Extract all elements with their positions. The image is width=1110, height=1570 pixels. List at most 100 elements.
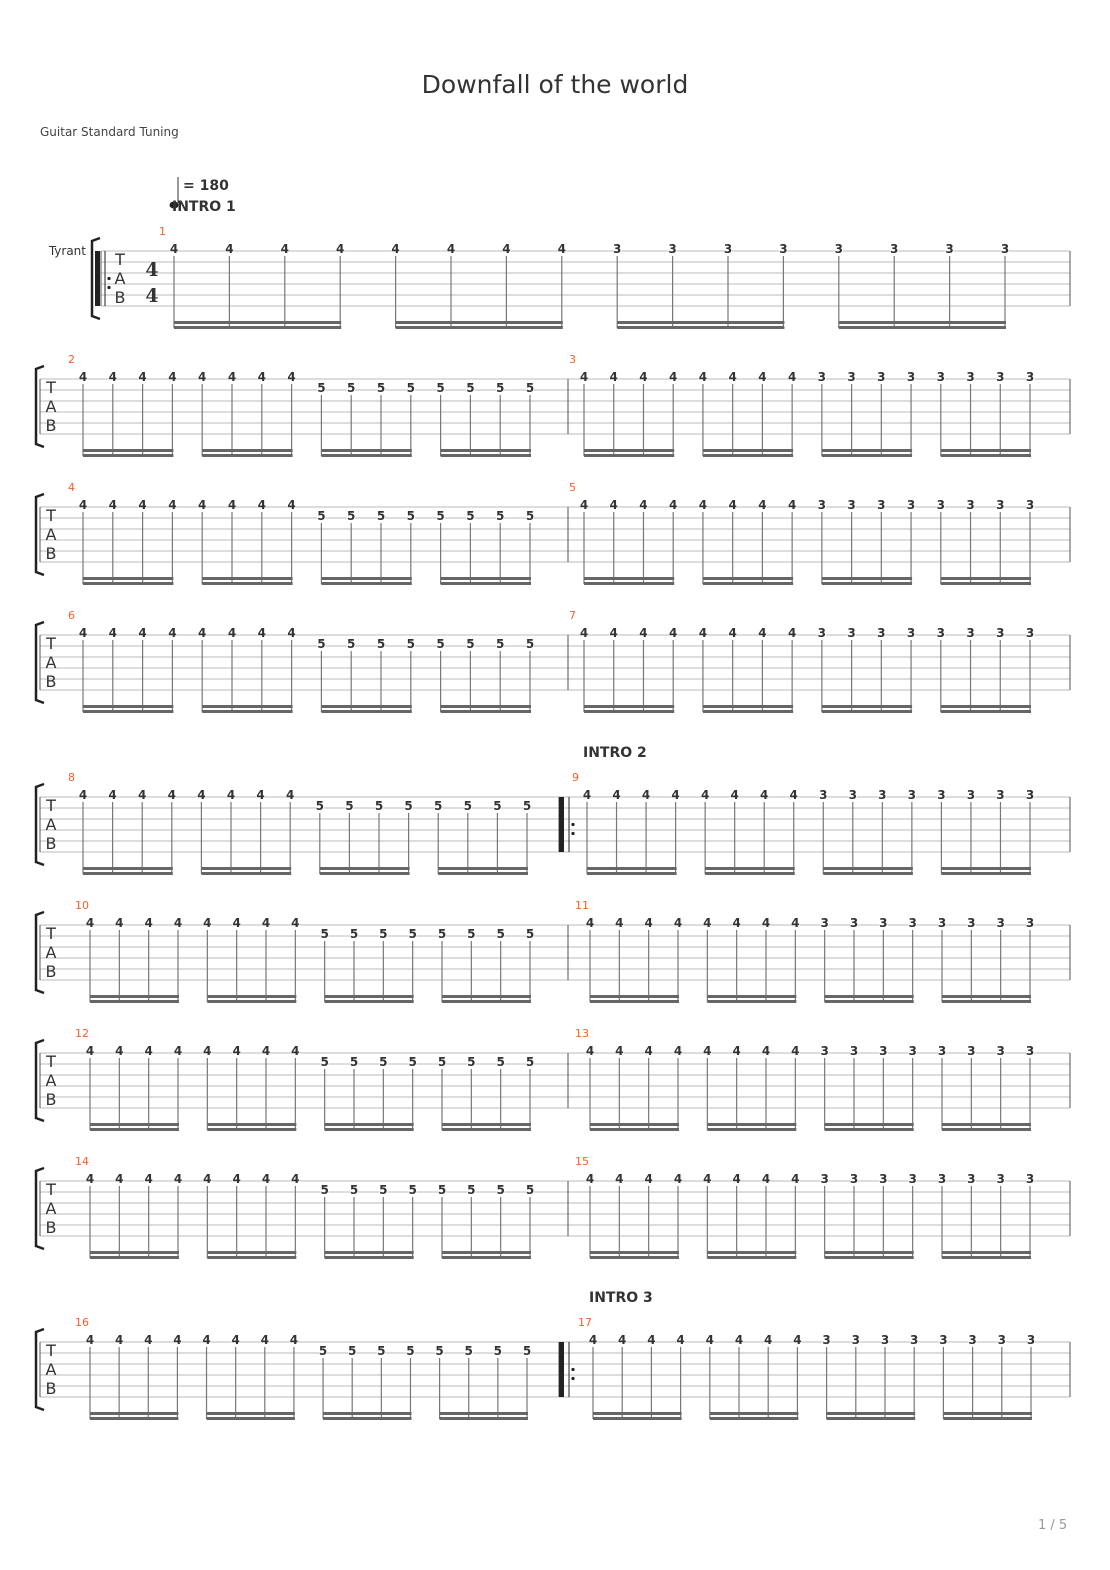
fret-background	[138, 628, 147, 638]
beam	[207, 1128, 297, 1131]
fret-background	[615, 1174, 624, 1184]
system-bracket	[34, 492, 45, 577]
fret-number: 4	[203, 916, 211, 930]
fret-background	[938, 1046, 946, 1056]
beam	[206, 1412, 295, 1415]
fret-number: 3	[996, 788, 1004, 802]
fret-number: 4	[699, 498, 707, 512]
fret-number: 5	[407, 637, 415, 651]
fret-background	[580, 372, 588, 382]
beam	[584, 710, 675, 713]
measure-number: 2	[68, 353, 75, 366]
fret-background	[291, 918, 300, 928]
fret-number: 4	[558, 242, 566, 256]
beam	[590, 1128, 679, 1131]
beam	[83, 577, 174, 580]
fret-number: 3	[879, 916, 887, 930]
fret-background	[86, 1046, 94, 1056]
tab-clef-letter: B	[115, 288, 126, 307]
fret-background	[406, 639, 415, 649]
fret-background	[408, 1057, 417, 1067]
fret-background	[907, 372, 916, 382]
fret-number: 3	[1026, 370, 1034, 384]
beam	[321, 577, 412, 580]
fret-number: 4	[258, 626, 266, 640]
tab-clef-letter: A	[46, 1199, 57, 1218]
fret-number: 3	[1026, 1044, 1034, 1058]
fret-number: 4	[674, 1044, 682, 1058]
fret-number: 4	[225, 242, 233, 256]
beam	[440, 449, 531, 452]
fret-background	[108, 790, 117, 800]
beam	[707, 1000, 797, 1003]
fret-background	[526, 511, 534, 521]
beam	[942, 1000, 1031, 1003]
fret-background	[228, 628, 236, 638]
fret-background	[819, 790, 828, 800]
fret-number: 4	[291, 916, 299, 930]
fret-number: 3	[996, 626, 1004, 640]
beam	[823, 872, 913, 875]
fret-number: 5	[319, 1344, 327, 1358]
fret-number: 4	[203, 1044, 211, 1058]
fret-background	[1026, 1046, 1034, 1056]
fret-background	[996, 372, 1005, 382]
fret-number: 4	[144, 1333, 152, 1347]
system-bracket	[34, 1038, 45, 1123]
fret-number: 3	[820, 916, 828, 930]
fret-number: 5	[526, 637, 534, 651]
beam	[324, 1000, 414, 1003]
fret-background	[466, 639, 475, 649]
fret-background	[817, 628, 826, 638]
fret-background	[791, 918, 800, 928]
fret-background	[406, 383, 415, 393]
fret-background	[698, 500, 707, 510]
fret-number: 4	[108, 788, 116, 802]
fret-background	[260, 1335, 269, 1345]
fret-background	[406, 511, 415, 521]
beam	[439, 1417, 528, 1420]
fret-number: 4	[586, 1172, 594, 1186]
fret-number: 5	[407, 381, 415, 395]
fret-number: 4	[138, 498, 146, 512]
fret-number: 4	[674, 916, 682, 930]
fret-number: 3	[908, 916, 916, 930]
tab-clef-letter: B	[46, 544, 57, 563]
fret-number: 3	[724, 242, 732, 256]
fret-number: 3	[967, 916, 975, 930]
fret-background	[438, 929, 446, 939]
fret-number: 3	[945, 242, 953, 256]
fret-background	[170, 244, 178, 254]
fret-number: 4	[639, 370, 647, 384]
fret-number: 3	[967, 1044, 975, 1058]
fret-background	[408, 1185, 417, 1195]
beam	[824, 995, 914, 998]
fret-background	[938, 1174, 946, 1184]
fret-number: 5	[436, 381, 444, 395]
fret-background	[907, 500, 916, 510]
fret-number: 3	[998, 1333, 1006, 1347]
fret-background	[728, 628, 737, 638]
fret-number: 3	[847, 626, 855, 640]
fret-number: 3	[779, 242, 787, 256]
system-bracket	[34, 620, 45, 705]
fret-number: 4	[615, 916, 623, 930]
fret-background	[644, 918, 653, 928]
beam	[821, 705, 913, 708]
beam	[941, 867, 1031, 870]
tab-clef-letter: A	[115, 269, 126, 288]
measure-number: 9	[572, 771, 579, 784]
fret-number: 3	[910, 1333, 918, 1347]
fret-background	[436, 383, 445, 393]
fret-number: 5	[496, 1055, 504, 1069]
beam	[590, 1251, 679, 1254]
beam	[709, 1417, 799, 1420]
fret-number: 4	[336, 242, 344, 256]
fret-number: 5	[347, 637, 355, 651]
fret-background	[467, 929, 476, 939]
fret-background	[79, 500, 87, 510]
fret-background	[615, 918, 624, 928]
beam	[940, 705, 1031, 708]
fret-number: 4	[644, 916, 652, 930]
beam	[201, 867, 292, 870]
